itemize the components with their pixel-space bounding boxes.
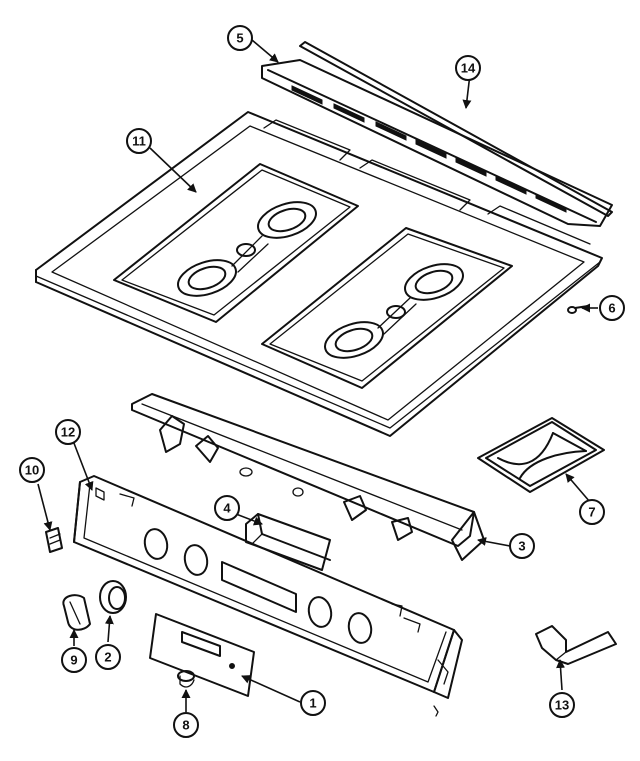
hardware-clip bbox=[433, 705, 439, 717]
callout-label: 4 bbox=[223, 501, 231, 516]
callout-label: 10 bbox=[25, 463, 39, 478]
burner-grate bbox=[477, 417, 605, 493]
callout-label: 8 bbox=[182, 718, 189, 733]
screw bbox=[567, 305, 589, 314]
callout-label: 9 bbox=[70, 653, 77, 668]
callout-label: 1 bbox=[309, 696, 316, 711]
callout-label: 7 bbox=[588, 505, 595, 520]
callout-2: 2 bbox=[95, 644, 121, 670]
callout-6: 6 bbox=[599, 295, 625, 321]
callout-3: 3 bbox=[509, 533, 535, 559]
callout-label: 12 bbox=[61, 425, 75, 440]
callout-label: 2 bbox=[104, 650, 111, 665]
top-trim-strip bbox=[299, 41, 613, 217]
leader-lines bbox=[37, 39, 598, 712]
callout-10: 10 bbox=[19, 457, 45, 483]
callout-9: 9 bbox=[61, 647, 87, 673]
callout-label: 11 bbox=[132, 134, 146, 149]
vent-trim bbox=[261, 59, 613, 227]
callout-label: 13 bbox=[555, 698, 569, 713]
callout-1: 1 bbox=[300, 690, 326, 716]
clock-overlay bbox=[149, 613, 255, 697]
callout-8: 8 bbox=[173, 712, 199, 738]
callout-label: 3 bbox=[518, 539, 525, 554]
callout-4: 4 bbox=[214, 495, 240, 521]
control-panel-housing bbox=[73, 475, 463, 699]
mounting-bracket bbox=[535, 625, 617, 665]
callout-label: 5 bbox=[236, 31, 243, 46]
callout-11: 11 bbox=[126, 128, 152, 154]
callout-5: 5 bbox=[227, 25, 253, 51]
callout-12: 12 bbox=[55, 419, 81, 445]
callout-label: 6 bbox=[608, 301, 615, 316]
knob-bezel bbox=[99, 580, 127, 614]
callout-7: 7 bbox=[579, 499, 605, 525]
callout-14: 14 bbox=[455, 55, 481, 81]
control-knob bbox=[62, 594, 91, 631]
small-knob bbox=[177, 670, 195, 688]
cooktop bbox=[35, 111, 603, 437]
panel-support bbox=[131, 393, 485, 561]
callout-label: 14 bbox=[461, 61, 476, 76]
igniter-switch bbox=[45, 527, 63, 553]
callout-13: 13 bbox=[549, 692, 575, 718]
